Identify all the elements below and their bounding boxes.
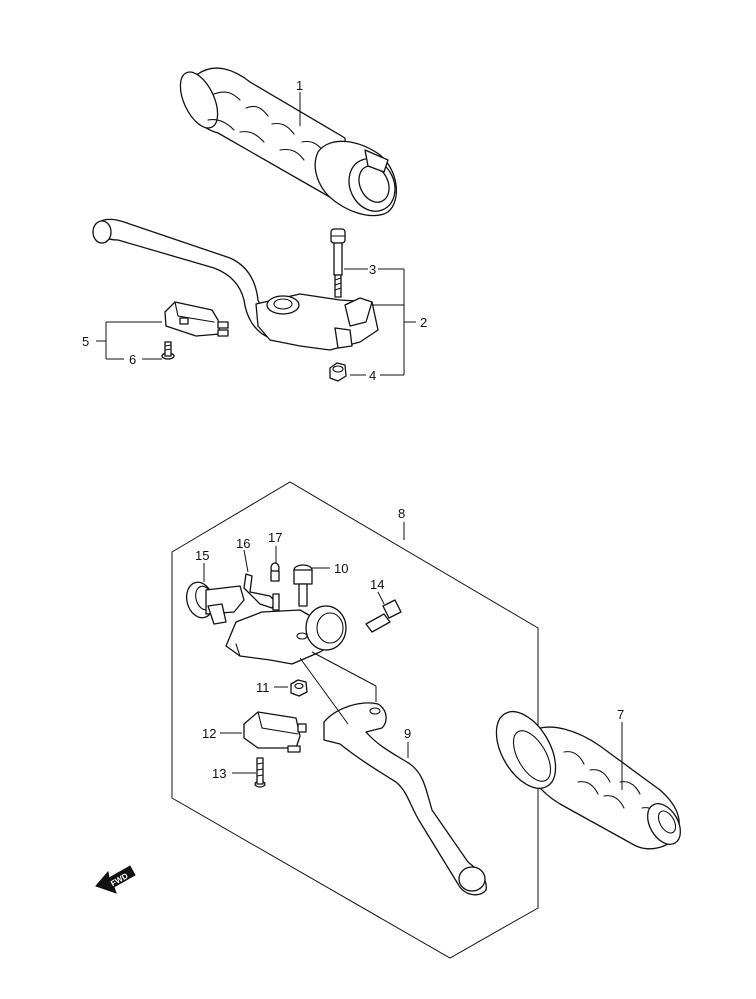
callout-9: 9 — [404, 726, 411, 741]
callout-7: 7 — [617, 707, 624, 722]
callout-4: 4 — [369, 368, 376, 383]
callout-13: 13 — [212, 766, 226, 781]
callout-labels: 1 3 2 4 5 6 8 15 16 17 10 14 11 12 13 9 … — [82, 78, 624, 781]
part-4-nut — [329, 362, 347, 382]
callout-15: 15 — [195, 548, 209, 563]
callout-17: 17 — [268, 530, 282, 545]
part-5-brake-switch — [164, 301, 229, 337]
part-9-clutch-lever — [323, 702, 487, 896]
callout-14: 14 — [370, 577, 384, 592]
callout-6: 6 — [129, 352, 136, 367]
callout-5: 5 — [82, 334, 89, 349]
part-3-pivot-bolt — [330, 228, 346, 298]
part-15-adjuster — [185, 581, 245, 625]
part-14-bolt — [365, 599, 402, 633]
part-12-clutch-switch — [243, 711, 307, 753]
callout-12: 12 — [202, 726, 216, 741]
part-2-brake-lever — [92, 218, 379, 351]
part-1-throttle-grip — [179, 67, 398, 217]
leader-lines — [96, 92, 623, 790]
callout-1: 1 — [296, 78, 303, 93]
part-8-kit-boundary — [171, 481, 539, 959]
callout-16: 16 — [236, 536, 250, 551]
clutch-lever-holder — [225, 605, 347, 665]
part-11-nut — [290, 679, 308, 697]
part-10-pivot-bolt — [293, 564, 313, 607]
callout-8: 8 — [398, 506, 405, 521]
callout-3: 3 — [369, 262, 376, 277]
part-6-screw — [161, 341, 175, 360]
callout-2: 2 — [420, 315, 427, 330]
part-13-screw — [254, 757, 266, 788]
part-17-bolt — [270, 562, 280, 611]
callout-10: 10 — [334, 561, 348, 576]
callout-11: 11 — [256, 680, 270, 695]
fwd-arrow-icon: FWD — [95, 865, 136, 894]
part-7-grip — [495, 711, 682, 850]
